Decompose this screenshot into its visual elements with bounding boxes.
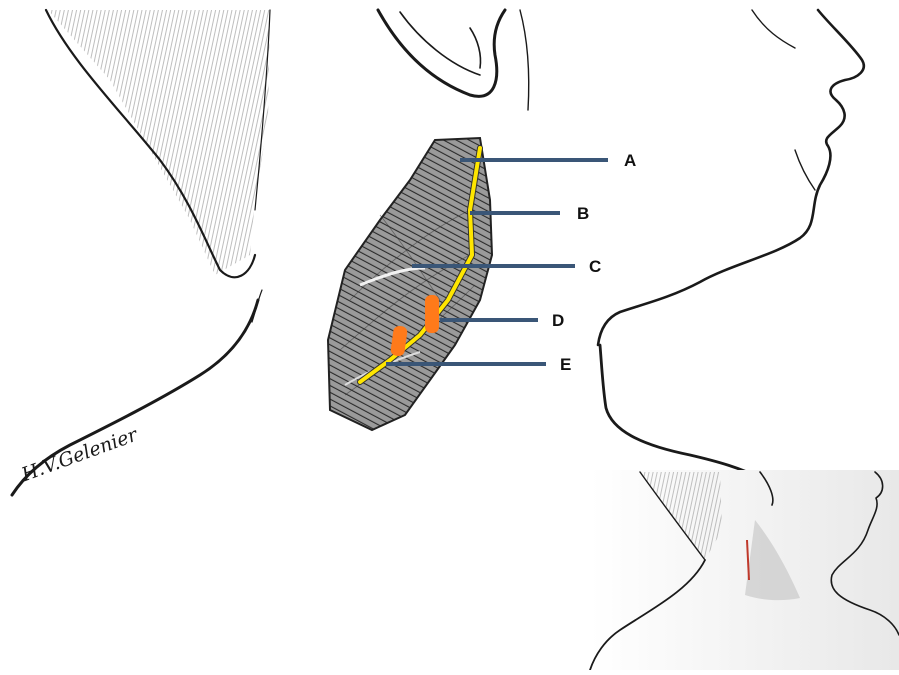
muscle-dissection bbox=[328, 138, 492, 430]
face-profile-sketch bbox=[598, 10, 864, 345]
callout-labels: A B C D E bbox=[552, 151, 636, 374]
head-hair-sketch bbox=[46, 10, 270, 277]
front-neck-contour bbox=[600, 345, 760, 478]
label-e: E bbox=[560, 355, 571, 374]
label-a: A bbox=[624, 151, 636, 170]
ear-sketch bbox=[378, 10, 529, 110]
label-c: C bbox=[589, 257, 601, 276]
label-d: D bbox=[552, 311, 564, 330]
label-b: B bbox=[577, 204, 589, 223]
signature-text: H.V.Gelenier bbox=[18, 423, 142, 486]
artist-signature: H.V.Gelenier bbox=[18, 423, 142, 486]
inset-thumbnail bbox=[590, 470, 899, 670]
